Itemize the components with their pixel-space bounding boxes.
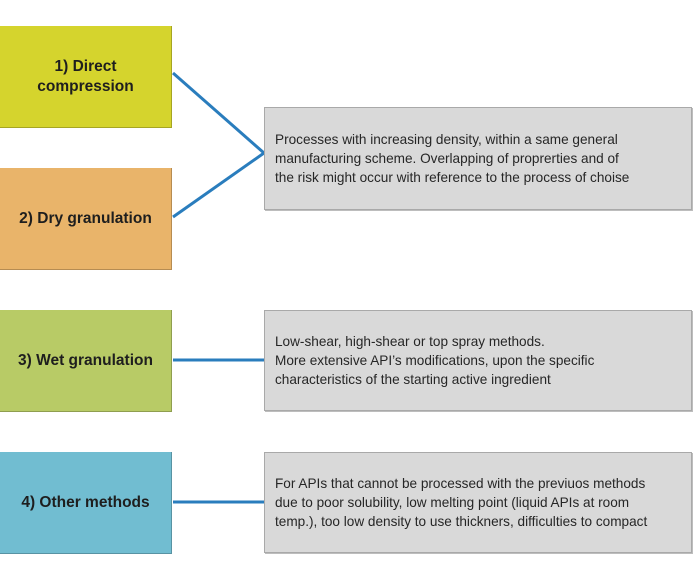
description-other-methods: For APIs that cannot be processed with t…: [264, 452, 692, 553]
description-line: For APIs that cannot be processed with t…: [275, 476, 646, 491]
connector-direct-compression: [172, 71, 265, 155]
description-line: More extensive API’s modifications, upon…: [275, 353, 595, 368]
connector-dry-granulation: [172, 151, 265, 219]
method-wet-granulation-label: 3) Wet granulation: [18, 351, 153, 369]
description-line: temp.), too low density to use thickners…: [275, 514, 648, 529]
method-wet-granulation: 3) Wet granulation: [0, 310, 172, 412]
description-line: characteristics of the starting active i…: [275, 372, 551, 387]
method-dry-granulation: 2) Dry granulation: [0, 168, 172, 270]
description-line: due to poor solubility, low melting poin…: [275, 495, 630, 510]
method-other-methods: 4) Other methods: [0, 452, 172, 554]
description-line: Processes with increasing density, withi…: [275, 132, 618, 147]
description-density-processes: Processes with increasing density, withi…: [264, 107, 692, 210]
description-line: Low-shear, high-shear or top spray metho…: [275, 334, 545, 349]
method-direct-compression-label: 1) Direct compression: [37, 57, 134, 95]
description-line: the risk might occur with reference to t…: [275, 170, 630, 185]
method-direct-compression: 1) Direct compression: [0, 26, 172, 128]
description-line: manufacturing scheme. Overlapping of pro…: [275, 151, 619, 166]
method-other-methods-label: 4) Other methods: [21, 493, 150, 511]
method-dry-granulation-label: 2) Dry granulation: [19, 209, 152, 227]
description-wet-granulation: Low-shear, high-shear or top spray metho…: [264, 310, 692, 411]
